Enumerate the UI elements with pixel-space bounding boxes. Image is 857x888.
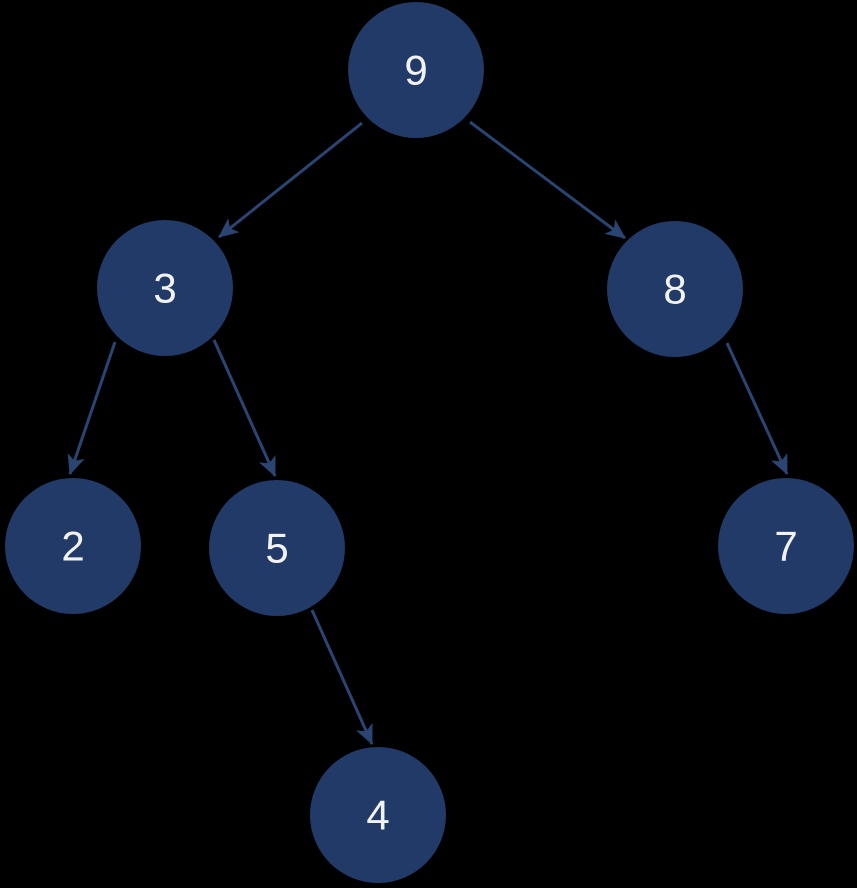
tree-node-label-9: 9: [404, 47, 427, 94]
tree-edge-9-3: [218, 121, 363, 239]
tree-edge-8-7: [725, 342, 789, 475]
tree-node-circle-5: [209, 480, 345, 616]
tree-node-7: 7: [718, 478, 854, 614]
tree-node-label-2: 2: [61, 523, 84, 570]
tree-node-9: 9: [348, 2, 484, 138]
tree-node-3: 3: [97, 220, 233, 356]
nodes-layer: 9 3 8 2 5 7 4: [5, 2, 854, 883]
tree-node-label-5: 5: [265, 525, 288, 572]
tree-node-2: 2: [5, 478, 141, 614]
tree-node-circle-3: [97, 220, 233, 356]
tree-node-label-3: 3: [153, 265, 176, 312]
tree-edge-3-2: [67, 341, 117, 475]
tree-edge-9-8: [469, 120, 626, 240]
edges-layer: [67, 120, 789, 745]
tree-node-circle-9: [348, 2, 484, 138]
tree-node-circle-4: [310, 747, 446, 883]
tree-node-label-4: 4: [366, 792, 389, 839]
tree-node-8: 8: [607, 221, 743, 357]
tree-node-4: 4: [310, 747, 446, 883]
tree-node-circle-7: [718, 478, 854, 614]
tree-node-5: 5: [209, 480, 345, 616]
tree-node-circle-8: [607, 221, 743, 357]
tree-node-label-8: 8: [663, 266, 686, 313]
tree-node-circle-2: [5, 478, 141, 614]
tree-node-label-7: 7: [774, 523, 797, 570]
tree-edge-5-4: [310, 609, 374, 745]
tree-edge-3-5: [212, 339, 277, 477]
